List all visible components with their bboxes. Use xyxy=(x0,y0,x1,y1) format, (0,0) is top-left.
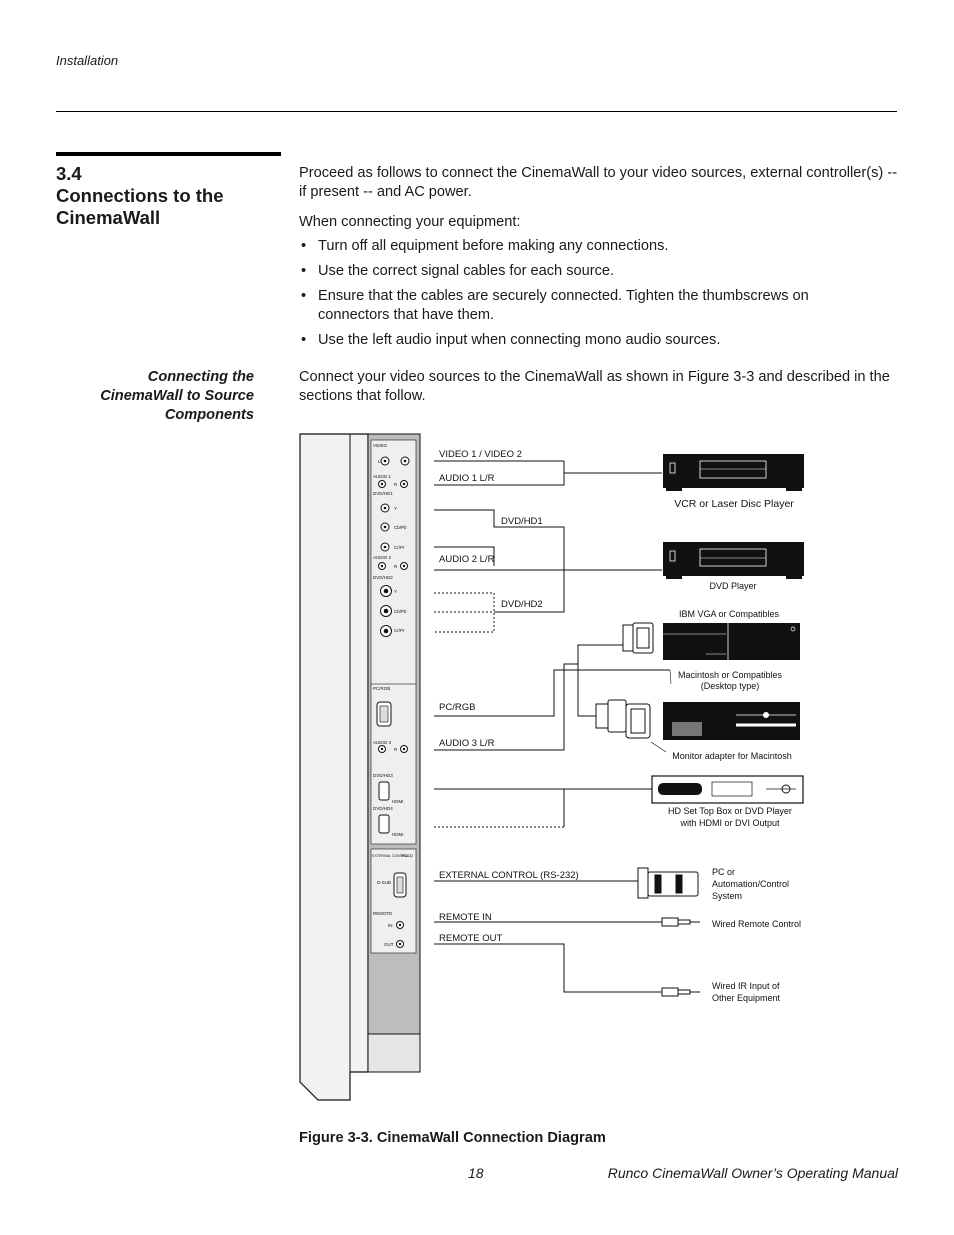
cable-label-dvdhd1: DVD/HD1 xyxy=(501,516,543,527)
bullet-item: • Ensure that the cables are securely co… xyxy=(299,287,899,325)
hdmi-port xyxy=(378,814,390,834)
device-label-vcr: VCR or Laser Disc Player xyxy=(674,498,794,510)
wall-bezel xyxy=(299,433,369,1101)
cable-label-audio1: AUDIO 1 L/R xyxy=(439,473,495,484)
panel-label-dvdhd2: DVD/HD2 xyxy=(373,575,393,580)
device-label-pc-line2: Automation/Control xyxy=(712,879,789,889)
bullet-item: • Use the left audio input when connecti… xyxy=(299,331,899,350)
panel-label-l: L xyxy=(378,459,381,464)
panel-label-y: Y xyxy=(394,589,397,594)
device-label-wired-ir-line2: Other Equipment xyxy=(712,993,781,1003)
device-label-pc-line3: System xyxy=(712,891,742,901)
cable-label-remote-out: REMOTE OUT xyxy=(439,933,503,944)
device-label-stb-line2: with HDMI or DVI Output xyxy=(679,818,780,828)
subsection-title-line1: Connecting the xyxy=(147,369,254,385)
panel-label-in: IN xyxy=(388,923,393,928)
panel-label-cbpb: Cb/Pb xyxy=(394,609,407,614)
cable-label-audio2: AUDIO 2 L/R xyxy=(439,554,495,565)
section-title-line1: Connections to the xyxy=(56,185,224,206)
panel-label-hdmi: HDMI xyxy=(392,799,404,804)
panel-label-audio2: AUDIO 2 xyxy=(373,555,392,560)
mac-adapter-plug xyxy=(595,699,651,739)
mini-plug xyxy=(661,987,700,997)
vga-plug xyxy=(622,622,654,654)
intro-paragraph: Proceed as follows to connect the Cinema… xyxy=(299,165,898,200)
ibm-computer xyxy=(663,623,800,660)
hdmi-port xyxy=(378,781,390,801)
panel-label-r: R xyxy=(394,564,398,569)
panel-label-remote: REMOTE xyxy=(373,911,392,916)
section-title: 3.4 Connections to the CinemaWall xyxy=(56,163,286,229)
device-label-mac-line1: Macintosh or Compatibles xyxy=(678,670,783,680)
panel-label-rs232: RS-232 xyxy=(401,854,413,858)
cable-label-remote-in: REMOTE IN xyxy=(439,912,492,923)
panel-label-dvdhd1: DVD/HD1 xyxy=(373,491,393,496)
panel-label-crpr: Cr/Pr xyxy=(394,628,405,633)
subsection-title-line3: Components xyxy=(164,407,254,423)
bullet-text: Use the left audio input when connecting… xyxy=(318,332,721,348)
bullet-item: • Use the correct signal cables for each… xyxy=(299,262,899,281)
panel-label-audio1: AUDIO 1 xyxy=(373,474,392,479)
panel-label-ext-control: EXTERNAL CONTROL xyxy=(372,854,409,858)
manual-title: Runco CinemaWall Owner’s Operating Manua… xyxy=(607,1165,898,1181)
panel-label-dvdhd3: DVD/HD3 xyxy=(373,773,393,778)
device-label-mac-line2: (Desktop type) xyxy=(701,681,760,691)
panel-label-pcrgb: PC/RGB xyxy=(373,686,390,691)
panel-label-y: Y xyxy=(394,506,397,511)
running-header: Installation xyxy=(56,53,119,68)
device-label-mac-adapter: Monitor adapter for Macintosh xyxy=(672,751,792,761)
mini-plug xyxy=(661,917,700,927)
intro-lead: When connecting your equipment: xyxy=(299,214,521,230)
bullet-dot: • xyxy=(301,238,307,254)
device-label-pc-line1: PC or xyxy=(712,867,735,877)
subsection-paragraph: Connect your video sources to the Cinema… xyxy=(299,369,890,404)
cable-label-dvdhd2: DVD/HD2 xyxy=(501,599,543,610)
bullet-text: Turn off all equipment before making any… xyxy=(318,238,669,254)
device-label-dvd: DVD Player xyxy=(709,581,756,591)
subsection-title: Connecting the CinemaWall to Source Comp… xyxy=(56,368,254,425)
cable-label-video: VIDEO 1 / VIDEO 2 xyxy=(439,449,522,460)
bullet-text: Ensure that the cables are securely conn… xyxy=(318,288,809,323)
bullet-dot: • xyxy=(301,332,307,348)
section-bar xyxy=(56,152,281,156)
panel-label-r: R xyxy=(394,482,398,487)
subsection-title-line2: CinemaWall to Source xyxy=(100,388,254,404)
panel-label-crpr: Cr/Pr xyxy=(394,545,405,550)
rs232-plug xyxy=(637,867,699,899)
panel-label-video: VIDEO xyxy=(373,443,388,448)
device-label-stb-line1: HD Set Top Box or DVD Player xyxy=(668,806,792,816)
page-number: 18 xyxy=(468,1165,484,1181)
panel-label-audio3: AUDIO 3 xyxy=(373,740,392,745)
cable-label-audio3: AUDIO 3 L/R xyxy=(439,738,495,749)
device-label-ibm: IBM VGA or Compatibles xyxy=(679,609,780,619)
panel-label-out: OUT xyxy=(384,942,394,947)
panel-label-cbpb: Cb/Pb xyxy=(394,525,407,530)
panel-label-dsub: D-SUB xyxy=(377,880,391,885)
bullet-item: • Turn off all equipment before making a… xyxy=(299,237,899,256)
cable-label-pcrgb: PC/RGB xyxy=(439,702,475,713)
section-number: 3.4 xyxy=(56,163,82,184)
panel-label-dvdhd4: DVD/HD4 xyxy=(373,806,393,811)
connection-diagram: VIDEO AUDIO 1 DVD/HD1 AUDIO 2 DVD/HD2 PC… xyxy=(299,433,804,1101)
section-title-line2: CinemaWall xyxy=(56,207,161,228)
device-label-wired-ir-line1: Wired IR Input of xyxy=(712,981,780,991)
bullet-dot: • xyxy=(301,288,307,304)
bullet-dot: • xyxy=(301,263,307,279)
cable-label-ext-control: EXTERNAL CONTROL (RS-232) xyxy=(439,870,579,881)
figure-caption: Figure 3-3. CinemaWall Connection Diagra… xyxy=(299,1130,606,1146)
panel-label-r: R xyxy=(394,747,398,752)
device-label-wired-remote: Wired Remote Control xyxy=(712,919,801,929)
bullet-text: Use the correct signal cables for each s… xyxy=(318,263,615,279)
panel-label-hdmi: HDMI xyxy=(392,832,404,837)
header-rule xyxy=(56,111,897,112)
